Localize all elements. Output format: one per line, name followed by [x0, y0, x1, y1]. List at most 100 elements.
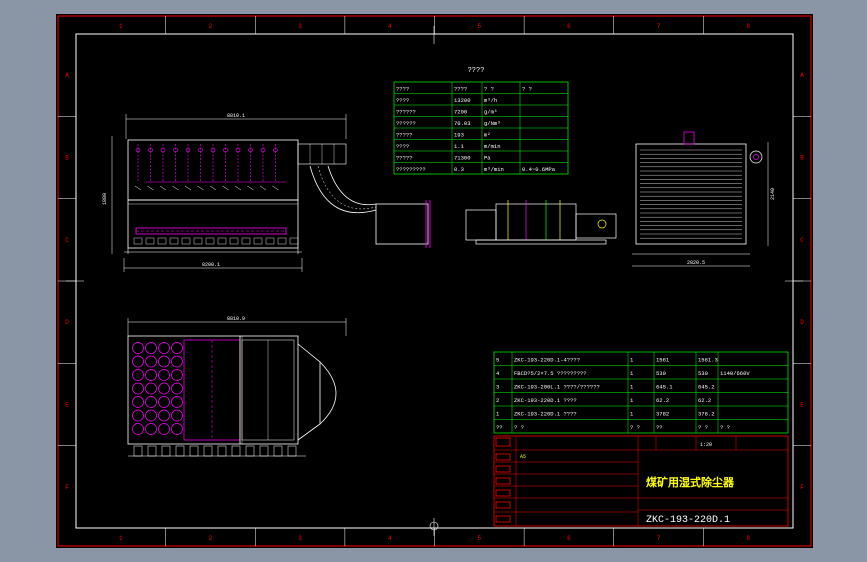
filter-bag — [158, 396, 170, 408]
zone-row-label-right: D — [800, 319, 804, 326]
parts-list-cell: 1 — [630, 384, 634, 391]
zone-row-label-right: B — [800, 155, 804, 162]
zone-col-label-bottom: 7 — [657, 535, 661, 542]
spec-table-cell: 7200 — [454, 109, 467, 116]
zone-col-label-top: 1 — [119, 23, 123, 30]
filter-bag — [158, 423, 170, 435]
parts-list-cell: 3782 — [656, 411, 669, 418]
parts-list-cell: 530 — [698, 370, 708, 377]
spec-table-cell: g/m³ — [484, 109, 497, 116]
spec-table-cell: ???? — [396, 143, 409, 150]
spec-table-cell: 13200 — [454, 97, 471, 104]
zone-col-label-top: 3 — [298, 23, 302, 30]
inner-frame — [75, 33, 794, 529]
zone-row-label-left: E — [65, 402, 69, 409]
outer-frame — [57, 15, 812, 547]
plan-view: 8810.9 — [127, 316, 347, 457]
zone-row-label-right: F — [800, 484, 804, 491]
filter-bag-group — [133, 144, 299, 245]
zone-col-label-top: 6 — [567, 23, 571, 30]
filter-bag — [171, 423, 183, 435]
spec-table-cell: ????????? — [396, 166, 426, 173]
spec-table-cell: ?????? — [396, 120, 416, 127]
filter-bag — [171, 369, 183, 381]
zone-col-label-bottom: 5 — [478, 535, 482, 542]
parts-list-cell: 645.2 — [698, 384, 715, 391]
zone-col-label-top: 8 — [746, 23, 750, 30]
filter-bag — [171, 382, 183, 395]
zone-row-label-right: A — [800, 72, 804, 79]
filter-bag — [132, 382, 144, 395]
filter-bag — [171, 342, 183, 354]
filter-bag — [145, 423, 157, 435]
parts-list-cell: 378.2 — [698, 411, 715, 418]
spec-table-cell: ???? — [396, 86, 409, 93]
filter-bag — [158, 355, 170, 368]
parts-list-cell: ZKC-193-220D.1 ???? — [514, 411, 577, 418]
filter-bag — [158, 382, 170, 395]
parts-list-cell: ZKC-193-220D.1 ???? — [514, 397, 577, 404]
spec-table-cell: m/min — [484, 143, 501, 150]
spec-table-cell: m³/min — [484, 166, 504, 173]
parts-list-cell: 1561 — [656, 357, 670, 364]
filter-bag — [145, 369, 157, 381]
parts-list-cell: 2 — [496, 397, 499, 404]
dim-side-height: 1880 — [102, 193, 108, 205]
parts-list-cell: ? ? — [514, 424, 524, 431]
zone-row-label-left: C — [65, 237, 69, 244]
zone-col-label-bottom: 4 — [388, 535, 392, 542]
parts-list-cell: 5 — [496, 357, 499, 364]
drawing-number: ZKC-193-220D.1 — [646, 515, 730, 526]
parts-list-cell: 645.1 — [656, 384, 673, 391]
zone-col-label-bottom: 6 — [567, 535, 571, 542]
fan-unit — [465, 200, 617, 245]
filter-bag — [132, 369, 144, 381]
parts-list-cell: 4 — [496, 370, 500, 377]
spec-table-cell: Pa — [484, 155, 491, 162]
parts-list-cell: ?? — [496, 424, 503, 431]
zone-row-label-right: C — [800, 237, 804, 244]
parts-list-cell: 1 — [496, 411, 500, 418]
title-block: A5 1:20 煤矿用湿式除尘器 ZKC-193-220D.1 — [493, 435, 789, 527]
zone-row-label-left: F — [65, 484, 69, 491]
zone-row-label-left: A — [65, 72, 69, 79]
parts-list-cell: ? ? — [630, 424, 640, 431]
parts-list-cell: ZKC-193-220D.1-4???? — [514, 357, 580, 364]
filter-bag — [132, 423, 144, 435]
parts-list-cell: 1 — [630, 357, 634, 364]
zone-col-label-top: 4 — [388, 23, 392, 30]
dim-right-height: 2140 — [770, 188, 776, 200]
zone-row-label-right: E — [800, 402, 804, 409]
filter-bag — [145, 342, 157, 354]
spec-table-cell: 71300 — [454, 155, 471, 162]
spec-table-cell: m³/h — [484, 97, 497, 104]
filter-bag — [145, 355, 157, 368]
spec-table-cell: ????? — [396, 155, 413, 162]
spec-table-title: ???? — [468, 67, 485, 75]
spec-table-cell: 1.1 — [454, 143, 465, 150]
zone-col-label-bottom: 1 — [119, 535, 123, 542]
parts-list-cell: ZKC-193-200L.1 ????/?????? — [514, 384, 600, 391]
filter-bag — [132, 355, 144, 368]
parts-list-cell: ?? — [656, 424, 663, 431]
zone-col-label-bottom: 8 — [746, 535, 750, 542]
title-block-scale: 1:20 — [700, 442, 712, 448]
parts-list-cell: 1 — [630, 411, 634, 418]
zone-col-label-bottom: 2 — [209, 535, 213, 542]
filter-bag — [132, 409, 144, 422]
filter-bag — [145, 409, 157, 422]
spec-table-cell: g/Nm³ — [484, 120, 501, 127]
filter-bag — [171, 355, 183, 368]
zone-col-label-top: 7 — [657, 23, 661, 30]
spec-table-cell: ???? — [454, 86, 467, 93]
filter-bag — [145, 382, 157, 395]
filter-bag — [158, 409, 170, 422]
spec-table-cell: 193 — [454, 132, 464, 139]
parts-list-cell: 1140/660V — [720, 370, 750, 377]
zone-row-label-left: B — [65, 155, 69, 162]
